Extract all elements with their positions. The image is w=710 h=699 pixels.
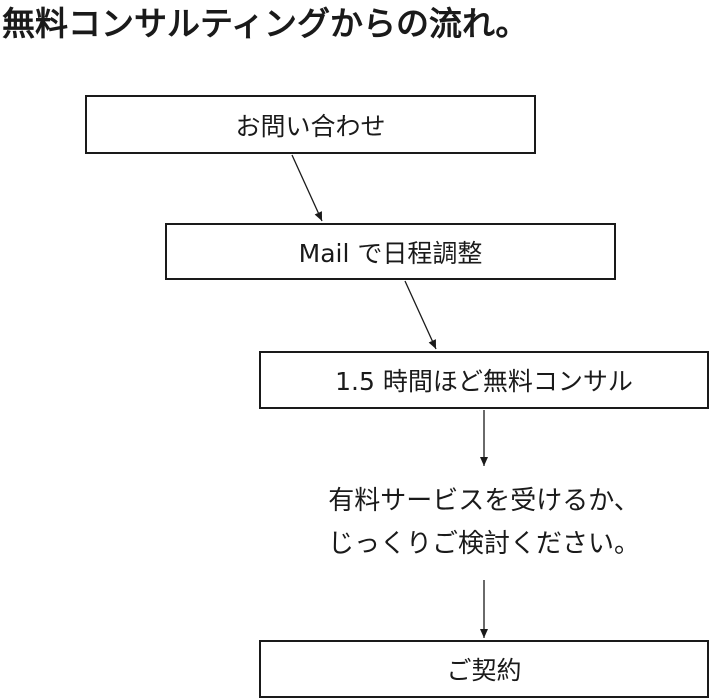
step-inquiry-box: お問い合わせ	[85, 95, 536, 154]
step-consultation-box: 1.5 時間ほど無料コンサル	[259, 351, 709, 409]
note-line: じっくりご検討ください。	[327, 529, 640, 559]
step-label: 1.5 時間ほど無料コンサル	[335, 367, 633, 396]
arrow-1	[291, 154, 323, 222]
step-schedule-box: Mail で日程調整	[165, 223, 616, 280]
consider-note: 有料サービスを受けるか、 じっくりご検討ください。	[259, 480, 709, 566]
step-contract-box: ご契約	[259, 640, 709, 698]
note-line: 有料サービスを受けるか、	[328, 486, 640, 516]
step-label: Mail で日程調整	[298, 238, 483, 268]
step-label: ご契約	[446, 656, 522, 685]
step-label: お問い合わせ	[235, 111, 386, 141]
page-title: 無料コンサルティングからの流れ。	[2, 4, 529, 43]
arrow-2	[404, 280, 437, 350]
